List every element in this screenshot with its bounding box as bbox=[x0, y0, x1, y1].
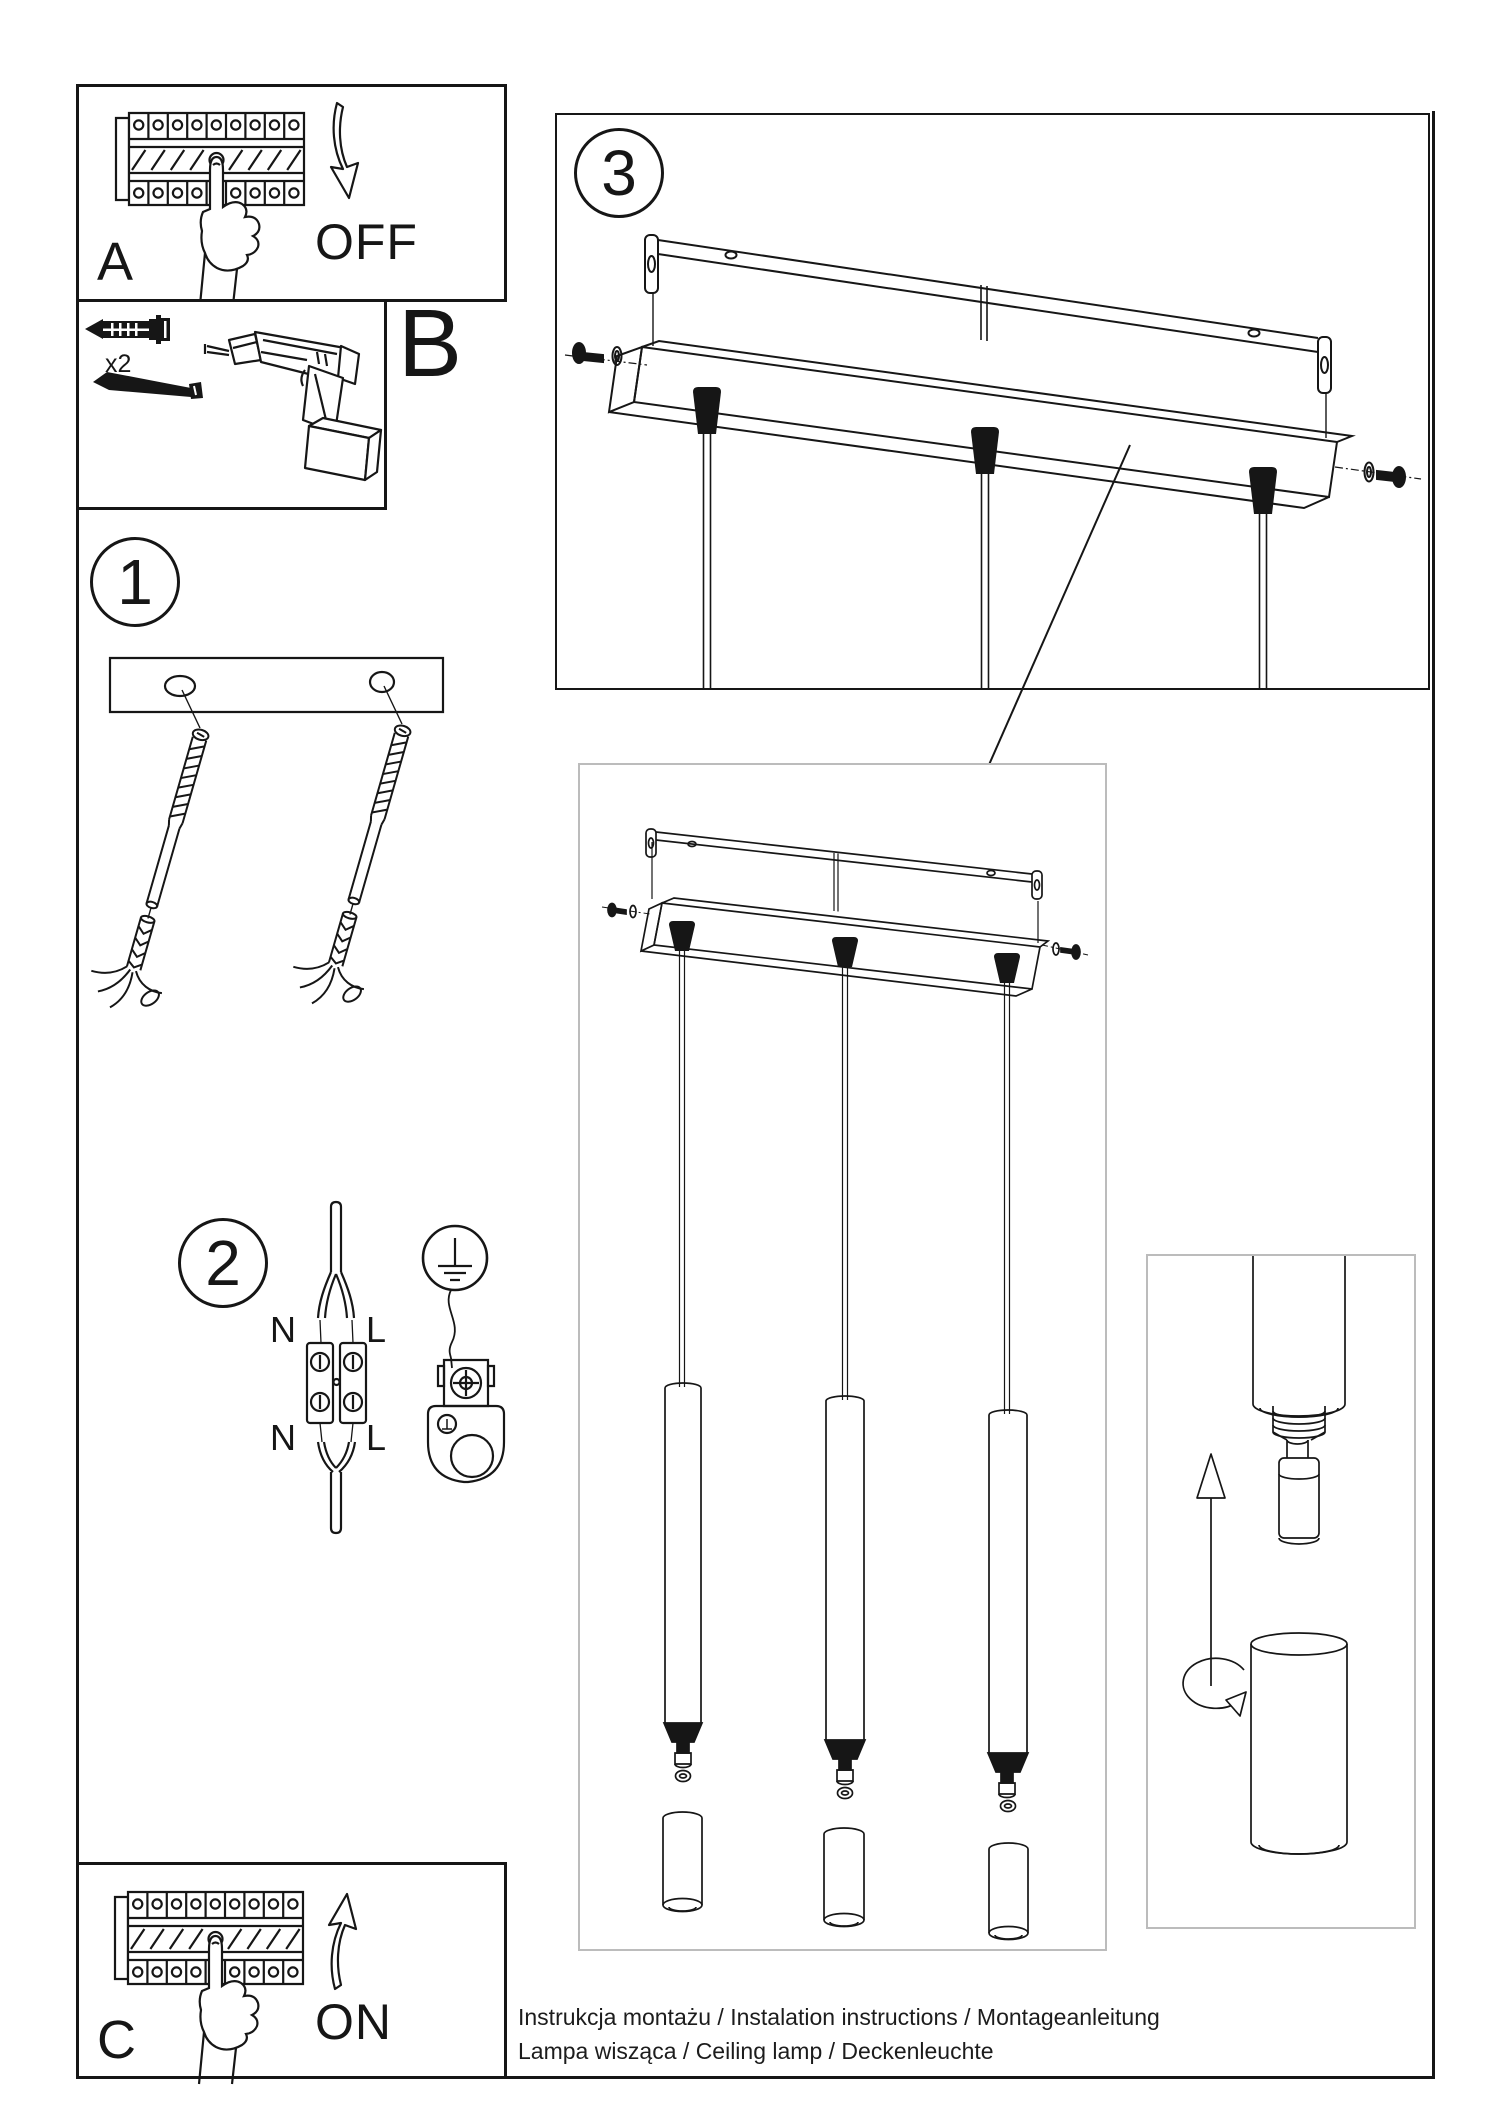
pendant-lamp-illustration bbox=[580, 765, 1105, 1949]
footer-title-line: Instrukcja montażu / Instalation instruc… bbox=[518, 2004, 1160, 2030]
earth-wire bbox=[449, 1290, 455, 1368]
side-screw-right-small bbox=[1042, 943, 1088, 959]
cord-grips-small bbox=[669, 921, 1020, 983]
live-label-bottom: L bbox=[366, 1417, 387, 1458]
step-2-wiring-illustration bbox=[150, 1180, 550, 1550]
canopy-exploded-illustration bbox=[557, 115, 1427, 687]
breaker-on-illustration bbox=[113, 1890, 358, 2086]
ceiling-bracket-small bbox=[646, 829, 1042, 943]
cord-grips bbox=[693, 387, 1277, 514]
screw-anchor-right-icon bbox=[284, 713, 439, 1018]
live-label-top: L bbox=[366, 1309, 387, 1350]
power-off-label: OFF bbox=[315, 214, 418, 270]
lamp-overview-box bbox=[578, 763, 1107, 1951]
strip-hole-left bbox=[165, 676, 195, 696]
socket-insert bbox=[1279, 1440, 1319, 1544]
pendant-cables bbox=[704, 434, 1267, 689]
terminal-block bbox=[307, 1343, 366, 1423]
mains-wire-top bbox=[318, 1202, 354, 1343]
earth-clamp-icon bbox=[428, 1360, 504, 1482]
up-arrow-icon bbox=[1197, 1454, 1225, 1686]
step-b-box: x2 bbox=[76, 299, 387, 510]
arrow-up-icon bbox=[327, 1892, 358, 1991]
strip-hole-right bbox=[370, 672, 394, 692]
cables-small bbox=[680, 951, 1010, 1414]
earth-symbol-icon bbox=[423, 1226, 487, 1290]
canopy-bar bbox=[609, 341, 1352, 508]
pendant-tube-1 bbox=[663, 1383, 702, 1912]
step-2-badge: 2 bbox=[178, 1218, 268, 1308]
wall-anchor-icon bbox=[85, 315, 170, 344]
step-1-badge: 1 bbox=[90, 537, 180, 627]
side-screw-left bbox=[565, 343, 647, 365]
circuit-breaker-panel-icon bbox=[114, 111, 306, 307]
mains-wire-bottom bbox=[318, 1423, 355, 1533]
rotate-arrow-icon bbox=[1183, 1658, 1246, 1716]
step-c-letter: C bbox=[97, 2010, 136, 2070]
pendant-tube-3 bbox=[988, 1410, 1028, 1940]
power-on-label: ON bbox=[315, 1994, 392, 2050]
circuit-breaker-panel-icon bbox=[113, 1890, 305, 2086]
screw-icon bbox=[93, 372, 203, 399]
anchor-quantity-label: x2 bbox=[105, 350, 132, 378]
page-border-bottom bbox=[76, 2076, 1435, 2079]
mounting-strip bbox=[110, 658, 443, 712]
step-c-box: C ON bbox=[76, 1862, 507, 2086]
step-b-letter: B bbox=[398, 290, 463, 397]
step-3-badge: 3 bbox=[574, 128, 664, 218]
footer-product-line: Lampa wisząca / Ceiling lamp / Deckenleu… bbox=[518, 2038, 994, 2064]
step-3-number: 3 bbox=[601, 137, 637, 209]
canopy-bar-small bbox=[641, 898, 1048, 996]
side-screw-right bbox=[1335, 463, 1421, 488]
step-a-letter: A bbox=[97, 232, 134, 292]
tube-end-threads bbox=[1253, 1256, 1345, 1440]
shade-detail-box bbox=[1146, 1254, 1416, 1929]
drill-icon bbox=[205, 332, 381, 480]
pendant-tube-2 bbox=[824, 1396, 865, 1927]
step-3-box bbox=[555, 113, 1430, 690]
step-a-box: A OFF bbox=[76, 84, 507, 307]
tools-illustration bbox=[85, 315, 384, 507]
shade-cylinder bbox=[1251, 1633, 1347, 1854]
step-1-number: 1 bbox=[117, 546, 153, 618]
page-border-left bbox=[76, 84, 79, 2079]
neutral-label-top: N bbox=[270, 1309, 296, 1350]
shade-assembly-illustration bbox=[1148, 1256, 1414, 1927]
breaker-off-illustration bbox=[114, 101, 360, 307]
page-border-right bbox=[1432, 111, 1435, 2079]
arrow-down-icon bbox=[329, 101, 360, 200]
screw-anchor-left-icon bbox=[82, 717, 237, 1022]
ceiling-bracket bbox=[645, 235, 1331, 438]
side-screw-left-small bbox=[602, 904, 650, 918]
step-2-number: 2 bbox=[205, 1227, 241, 1299]
step-1-illustration bbox=[82, 510, 548, 1022]
neutral-label-bottom: N bbox=[270, 1417, 296, 1458]
